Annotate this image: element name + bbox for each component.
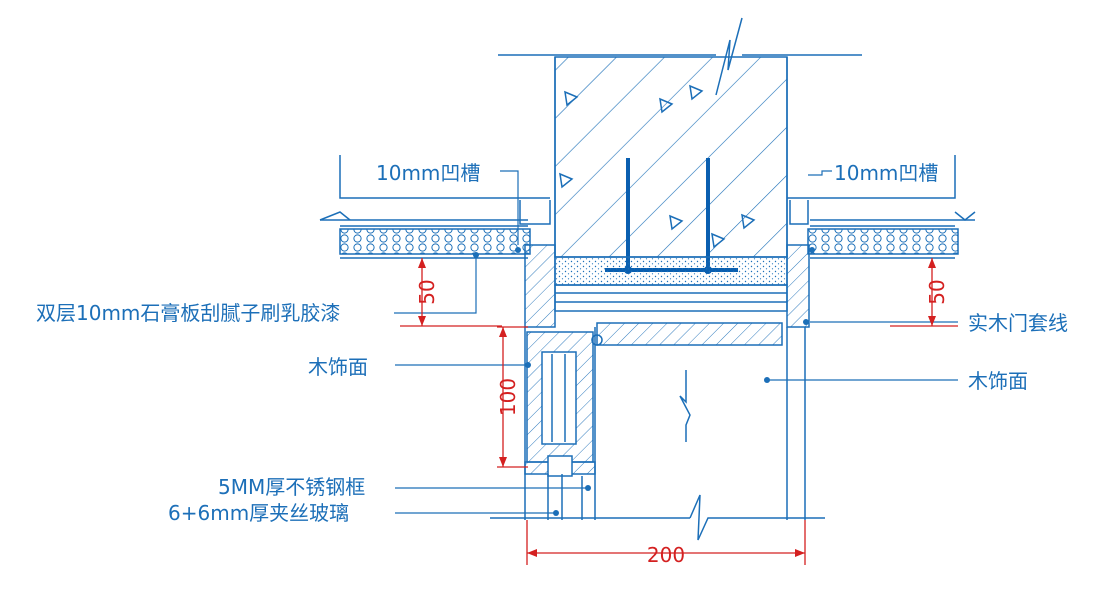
- label-steel-frame: 5MM厚不锈钢框: [218, 475, 365, 499]
- dim-offset-left: 50: [415, 279, 439, 304]
- label-wood-face-right: 木饰面: [968, 369, 1028, 393]
- wood-trim: [524, 244, 810, 346]
- break-line: [490, 494, 825, 541]
- concrete-column: [498, 17, 862, 258]
- label-wood-trim: 实木门套线: [968, 311, 1068, 335]
- dim-frame-height: 100: [496, 378, 520, 416]
- dimension-lines: [400, 258, 958, 565]
- mortar-bed: [554, 256, 788, 286]
- dim-total-width: 200: [647, 543, 685, 567]
- door-jamb-right: [679, 327, 806, 520]
- dim-offset-right: 50: [925, 279, 949, 304]
- gypsum-wall-right: [787, 155, 976, 259]
- label-laminated-glass: 6+6mm厚夹丝玻璃: [168, 501, 349, 525]
- label-gypsum-board: 双层10mm石膏板刮腻子刷乳胶漆: [36, 301, 340, 325]
- door-frame-left: [524, 327, 596, 520]
- label-groove-left: 10mm凹槽: [376, 161, 480, 185]
- gypsum-wall-left: [319, 155, 551, 259]
- leader-lines: [394, 170, 958, 514]
- label-groove-right: 10mm凹槽: [834, 161, 938, 185]
- label-wood-face-left: 木饰面: [308, 355, 368, 379]
